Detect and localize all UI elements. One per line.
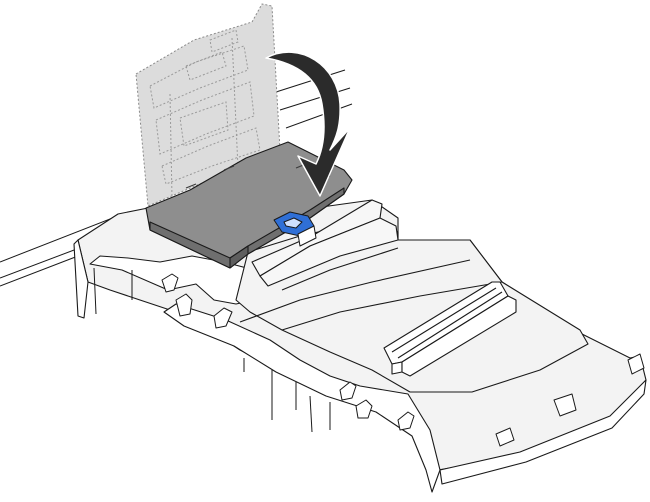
- curved-down-arrow-icon: [265, 51, 351, 197]
- duct-divider-fins: [383, 281, 517, 377]
- chassis-floor-lines: [0, 69, 353, 287]
- filler-ghost-raised-position: [135, 3, 281, 207]
- duct-front-tabs: [93, 267, 645, 447]
- air-baffle-filler: [145, 141, 353, 269]
- blue-release-latch-icon: [273, 211, 317, 247]
- filler-housing: [251, 199, 399, 287]
